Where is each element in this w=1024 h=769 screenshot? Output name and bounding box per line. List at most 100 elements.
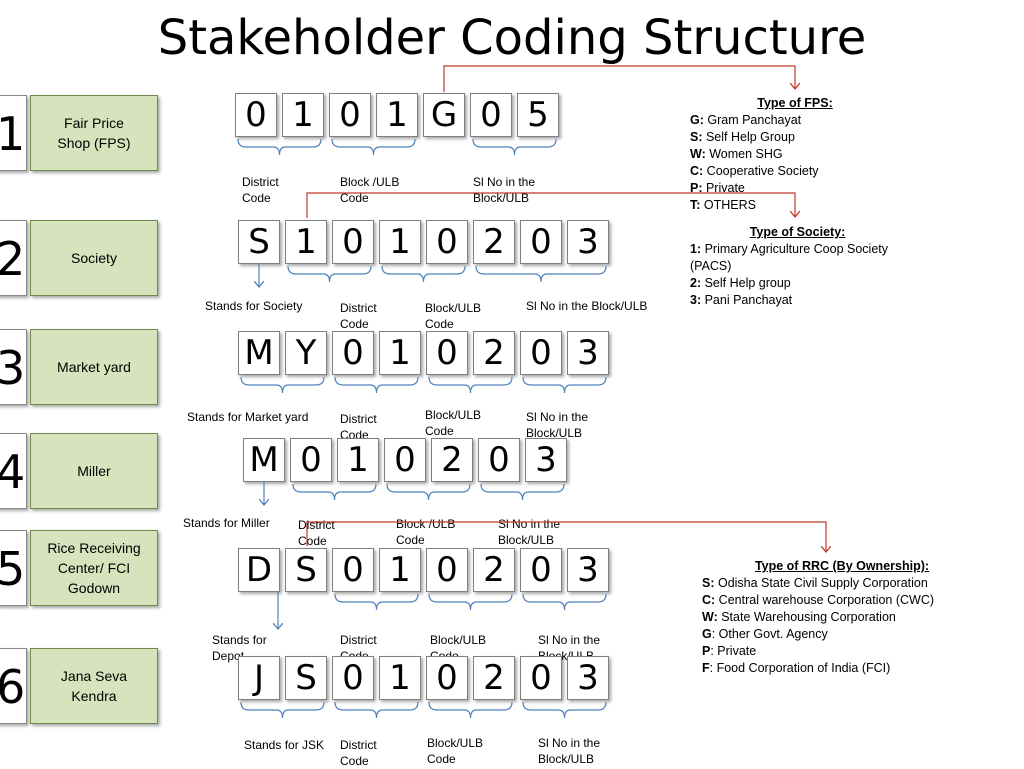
code-char-box: 0: [332, 548, 374, 592]
legend-item-key: 2:: [690, 276, 702, 290]
code-char-box: 2: [473, 656, 515, 700]
entity-box-2: Society: [30, 220, 158, 296]
legend-item-key: F: [702, 661, 710, 675]
legend-item-key: C:: [702, 593, 716, 607]
code-char-box: 2: [473, 548, 515, 592]
legend-item-key: 1:: [690, 242, 702, 256]
segment-label-line: Stands for: [212, 633, 267, 647]
code-char-box: 1: [379, 548, 421, 592]
legend-item-text: Cooperative Society: [703, 164, 819, 178]
segment-label-line: District: [298, 518, 335, 532]
segment-label-line: Depot: [212, 649, 245, 663]
code-char-box: 1: [282, 93, 324, 137]
segment-label: Stands for Miller: [183, 515, 270, 531]
segment-label-line: Code: [340, 754, 369, 768]
legend-item-text: : Other Govt. Agency: [711, 627, 828, 641]
segment-label-line: Stands for Miller: [183, 516, 270, 530]
legend-item-text: Pani Panchayat: [701, 293, 793, 307]
entity-label-line: Godown: [67, 580, 121, 596]
code-char-box: 0: [426, 331, 468, 375]
legend-item-text: Odisha State Civil Supply Corporation: [714, 576, 928, 590]
code-char-box: 0: [426, 548, 468, 592]
code-char-box: 0: [426, 220, 468, 264]
legend-item-text: : Private: [710, 644, 757, 658]
rrc-type-connector: [306, 521, 826, 551]
code-char-box: 0: [290, 438, 332, 482]
row-number-3: 3: [0, 329, 27, 405]
segment-label-line: Code: [340, 191, 369, 205]
group-bracket: [331, 138, 416, 156]
code-char-box: 1: [379, 656, 421, 700]
page-title: Stakeholder Coding Structure: [157, 10, 867, 66]
segment-label-line: Code: [242, 191, 271, 205]
segment-label-line: Block/ULB: [498, 533, 555, 547]
segment-label-line: District: [340, 738, 377, 752]
code-char-box: 1: [376, 93, 418, 137]
legend-item-key: 3:: [690, 293, 702, 307]
legend-item-key: S:: [690, 130, 703, 144]
legend-item: 1: Primary Agriculture Coop Society (PAC…: [690, 241, 905, 275]
group-bracket: [381, 265, 466, 283]
legend-item: C: Central warehouse Corporation (CWC): [702, 592, 982, 609]
group-bracket: [480, 483, 565, 501]
group-bracket: [240, 376, 325, 394]
group-bracket: [334, 376, 419, 394]
group-bracket: [475, 265, 607, 283]
group-bracket: [428, 376, 513, 394]
row-number-6: 6: [0, 648, 27, 724]
legend-title: Type of Society:: [749, 225, 846, 239]
legend-item-text: Private: [702, 181, 745, 195]
code-char-box: 5: [517, 93, 559, 137]
code-char-box: 3: [567, 548, 609, 592]
group-bracket: [240, 701, 325, 719]
segment-label-line: Sl No in the: [473, 175, 536, 189]
segment-label-line: Stands for Market yard: [187, 410, 309, 424]
segment-label-line: Code: [298, 534, 327, 548]
code-char-box: 0: [384, 438, 426, 482]
segment-label-line: Sl No in the: [538, 633, 601, 647]
code-char-box: 1: [379, 331, 421, 375]
legend-item-text: OTHERS: [700, 198, 756, 212]
entity-label-4: Miller: [77, 461, 110, 481]
code-char-box: M: [243, 438, 285, 482]
segment-label-line: Code: [425, 317, 454, 331]
entity-label-2: Society: [71, 248, 117, 268]
fps-type-connector: [443, 65, 795, 92]
code-char-box: S: [285, 548, 327, 592]
legend-item-key: S:: [702, 576, 715, 590]
code-char-box: 0: [332, 220, 374, 264]
legend-item: G: Other Govt. Agency: [702, 626, 982, 643]
legend-item: W: State Warehousing Corporation: [702, 609, 982, 626]
code-char-box: S: [285, 656, 327, 700]
code-char-box: M: [238, 331, 280, 375]
segment-label-line: Sl No in the: [526, 410, 589, 424]
group-bracket: [522, 701, 607, 719]
legend-item-text: Gram Panchayat: [703, 113, 802, 127]
code-char-box: 1: [285, 220, 327, 264]
code-char-box: 0: [329, 93, 371, 137]
group-bracket: [472, 138, 557, 156]
segment-label-line: Code: [340, 317, 369, 331]
code-char-box: 0: [478, 438, 520, 482]
legend-item: S: Odisha State Civil Supply Corporation: [702, 575, 982, 592]
code-char-box: J: [238, 656, 280, 700]
segment-label-line: Stands for Society: [205, 299, 303, 313]
legend-item-key: P:: [690, 181, 703, 195]
legend-item-key: C:: [690, 164, 704, 178]
segment-label-line: Block/ULB: [425, 301, 482, 315]
segment-label-line: Block/ULB: [427, 736, 484, 750]
group-bracket: [292, 483, 377, 501]
code-char-box: G: [423, 93, 465, 137]
segment-label-line: Block /ULB: [396, 517, 456, 531]
code-char-box: 3: [567, 656, 609, 700]
row-number-1: 1: [0, 95, 27, 171]
code-char-box: 3: [525, 438, 567, 482]
